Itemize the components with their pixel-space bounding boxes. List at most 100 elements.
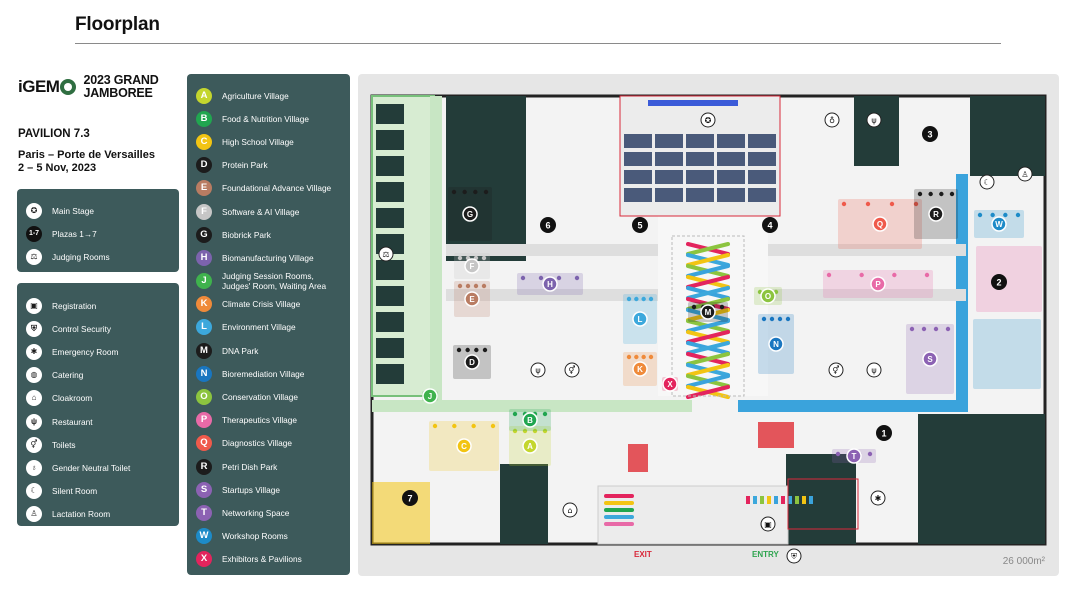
- plaza-marker-icon: [991, 274, 1007, 290]
- booth-dot: [641, 354, 646, 360]
- plaza-marker-icon: [540, 217, 556, 233]
- village-badge-icon: L: [196, 319, 212, 336]
- booth-dot: [933, 326, 939, 332]
- village-marker-icon: [662, 376, 678, 392]
- village-marker-icon: [870, 276, 886, 292]
- village-marker-icon: [464, 354, 480, 370]
- entry-bollard: [802, 496, 806, 504]
- booth-dot: [865, 201, 871, 207]
- booth-dot: [542, 411, 548, 417]
- booth-dot: [626, 354, 632, 360]
- village-badge-icon: P: [196, 412, 212, 429]
- security-icon-glyph: ⛨: [791, 552, 797, 561]
- registration-icon: ▣: [26, 297, 42, 314]
- booth-dot: [909, 326, 915, 332]
- legend-item-label: Lactation Room: [52, 509, 111, 520]
- event-name: 2023 GRAND JAMBOREE: [83, 74, 158, 100]
- legend-item-label: Catering: [52, 370, 84, 381]
- booth-dot: [924, 272, 930, 278]
- cloakroom-icon-glyph: ⌂: [567, 506, 572, 515]
- entry-label: ENTRY: [752, 550, 779, 559]
- plaza-marker-icon: [632, 217, 648, 233]
- village-badge-icon: J: [196, 273, 212, 290]
- booth-dot: [532, 428, 538, 434]
- village-marker-icon: [872, 216, 888, 232]
- village-badge-icon: R: [196, 458, 212, 475]
- logo-text: iGEM: [18, 77, 60, 96]
- restaurant-icon: [866, 362, 882, 378]
- legend-item-label: Silent Room: [52, 486, 98, 497]
- plaza-marker-icon: [762, 217, 778, 233]
- booth-dot: [841, 201, 847, 207]
- plaza-number: 4: [767, 221, 772, 231]
- dna-helix-strand: [686, 374, 730, 388]
- registration-icon-glyph: ▣: [764, 520, 772, 529]
- main-stage-seat-block: [748, 134, 776, 148]
- booth-dot: [889, 201, 895, 207]
- restaurant-icon-glyph: ψ: [871, 116, 876, 125]
- main-stage-seat-block: [748, 152, 776, 166]
- plaza-marker-icon: [876, 425, 892, 441]
- village-marker-letter: Q: [877, 220, 883, 229]
- booth-dot: [769, 316, 775, 322]
- village-badge-icon: O: [196, 389, 212, 406]
- plaza-number: 5: [637, 221, 642, 231]
- legend-item-registration: ▣Registration: [26, 294, 179, 317]
- booth-dot: [949, 191, 955, 197]
- booth-dot: [451, 189, 457, 195]
- booth-dot: [473, 189, 478, 195]
- plaza-number-icon: 1-7: [26, 225, 42, 242]
- legend-item-label: Gender Neutral Toilet: [52, 462, 131, 473]
- main-stage-icon: [700, 112, 716, 128]
- plaza-marker-icon: [402, 490, 418, 506]
- dna-helix-strand: [686, 286, 730, 300]
- village-badge-icon: K: [196, 296, 212, 313]
- judging-rooms-icon: [378, 246, 394, 262]
- booth-dot: [481, 255, 487, 261]
- entry-bollard: [809, 496, 813, 504]
- legend-facilities-panel: ▣Registration⛨Control Security✱Emergency…: [17, 283, 179, 526]
- plaza-number: 6: [545, 221, 550, 231]
- fork-knife-icon: ψ: [26, 413, 42, 430]
- shield-icon: ⛨: [26, 320, 42, 337]
- village-badge-icon: W: [196, 528, 212, 545]
- legend-item-label: Networking Space: [222, 507, 290, 518]
- legend-item-label: Software & AI Village: [222, 206, 300, 217]
- booth-dot: [990, 212, 995, 218]
- booth-dot: [785, 316, 791, 322]
- legend-item-label: Emergency Room: [52, 346, 119, 357]
- village-badge-icon: S: [196, 481, 212, 498]
- title-divider: [75, 43, 1001, 44]
- booth-dot: [719, 304, 725, 310]
- asterisk-icon: ✱: [26, 343, 42, 360]
- judging-room: [376, 338, 404, 358]
- restaurant-icon: [530, 362, 546, 378]
- village-marker-letter: F: [470, 262, 475, 271]
- main-stage-seat-block: [624, 152, 652, 166]
- main-stage-seat-block: [686, 134, 714, 148]
- floorplan-drawing: ABCDEFGHJKLMNOPQRSTWX1234567✪♁ψ☾♙⚖ψ⚥⚥ψ⌂✱…: [370, 94, 1047, 564]
- village-badge-icon: A: [196, 87, 212, 104]
- booth-dot: [892, 272, 897, 278]
- service-block: [446, 96, 526, 261]
- legend-item-catering: ◍Catering: [26, 364, 179, 387]
- main-stage-seat-block: [717, 170, 745, 184]
- booth-dot: [483, 189, 489, 195]
- legend-item-label: Toilets: [52, 439, 76, 450]
- legend-item-label: Agriculture Village: [222, 90, 289, 101]
- village-marker-letter: J: [428, 392, 432, 401]
- dna-helix-strand: [686, 275, 730, 289]
- village-marker-letter: X: [667, 380, 673, 389]
- booth-dot: [913, 201, 919, 207]
- village-marker-icon: [464, 258, 480, 274]
- booth-dot: [465, 283, 471, 289]
- booth-dot: [471, 423, 476, 429]
- event-name-line2: JAMBOREE: [83, 86, 153, 100]
- lactation-icon: ♙: [26, 506, 42, 523]
